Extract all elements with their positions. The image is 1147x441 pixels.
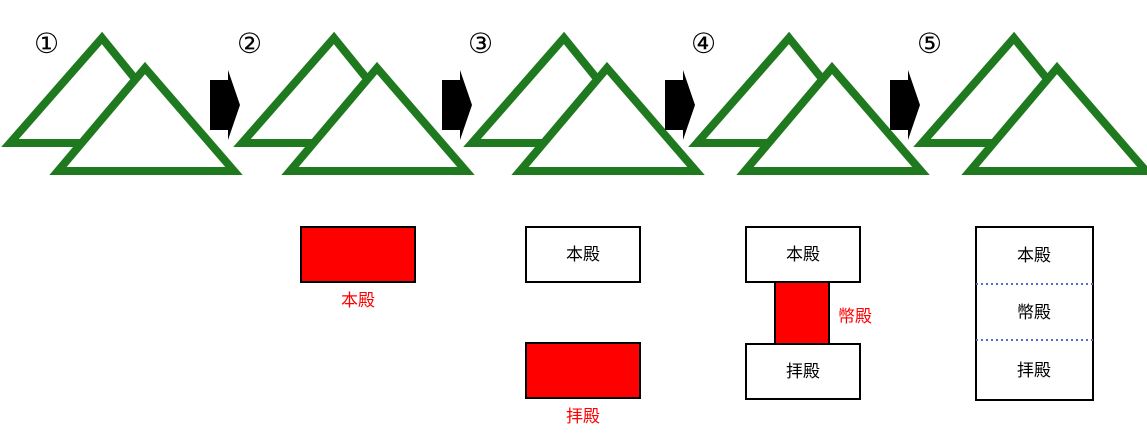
haiden-label: 拝殿 [566, 407, 600, 427]
heiden-label: 幣殿 [1017, 303, 1051, 323]
honden-label: 本殿 [566, 245, 600, 265]
step-number: ⑤ [917, 27, 942, 60]
haiden-label: 拝殿 [1017, 361, 1051, 381]
mountain-icon [922, 38, 1146, 171]
arrow-right-icon [210, 70, 240, 140]
honden-block [300, 226, 416, 283]
mountain-icon [697, 38, 921, 171]
heiden-label: 幣殿 [838, 307, 872, 327]
step-number: ② [237, 27, 262, 60]
honden-block [525, 226, 641, 283]
arrow-right-icon [890, 70, 920, 140]
honden-label: 本殿 [786, 245, 820, 265]
heiden-block [774, 281, 830, 345]
step-5: ⑤ 本殿 幣殿 拝殿 [917, 27, 1146, 401]
step-number: ④ [691, 27, 716, 60]
haiden-label: 拝殿 [786, 362, 820, 382]
mountain-icon [242, 38, 466, 171]
arrow-right-icon [665, 70, 695, 140]
step-2: ② 本殿 [237, 27, 466, 311]
step-number: ① [34, 27, 59, 60]
step-4: ④ 本殿 幣殿 拝殿 [691, 27, 921, 400]
honden-label: 本殿 [341, 291, 375, 311]
arrow-right-icon [442, 70, 472, 140]
step-1: ① [10, 27, 234, 171]
honden-block [745, 226, 861, 283]
gongen-building [975, 226, 1094, 401]
step-number: ③ [468, 27, 493, 60]
haiden-block [745, 343, 861, 400]
step-3: ③ 本殿 拝殿 [468, 27, 696, 427]
mountain-icon [472, 38, 696, 171]
honden-label: 本殿 [1017, 246, 1051, 266]
haiden-block [525, 342, 641, 399]
